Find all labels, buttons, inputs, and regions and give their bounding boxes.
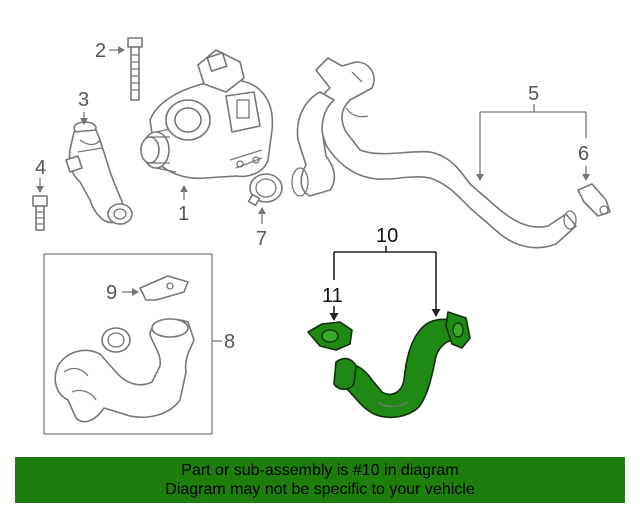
callout-5: 5 — [476, 83, 587, 181]
svg-text:2: 2 — [95, 40, 106, 62]
svg-text:5: 5 — [528, 83, 539, 105]
part-1-water-pump[interactable] — [140, 49, 274, 180]
part-11-clamp-highlighted[interactable] — [307, 321, 353, 351]
callout-9: 9 — [106, 282, 139, 304]
svg-text:1: 1 — [178, 203, 189, 225]
part-7-clamp[interactable] — [247, 173, 283, 207]
callout-8: 8 — [212, 331, 235, 353]
svg-text:6: 6 — [578, 143, 589, 165]
parts-diagram: 2 1 3 4 — [32, 37, 611, 435]
callout-4: 4 — [35, 157, 46, 193]
svg-text:9: 9 — [106, 282, 117, 304]
svg-text:10: 10 — [376, 225, 398, 247]
svg-text:7: 7 — [256, 228, 267, 250]
part-8-subassembly-box[interactable] — [43, 253, 213, 435]
banner-line-1: Part or sub-assembly is #10 in diagram — [181, 462, 459, 479]
part-5-hose[interactable] — [291, 57, 577, 249]
part-3-thermostat[interactable] — [65, 121, 133, 225]
svg-text:8: 8 — [224, 331, 235, 353]
callout-1: 1 — [178, 185, 189, 225]
banner-line-2: Diagram may not be specific to your vehi… — [165, 481, 475, 498]
svg-text:11: 11 — [322, 285, 343, 307]
callout-7: 7 — [256, 207, 267, 250]
part-10-hose-highlighted[interactable] — [333, 311, 471, 419]
callout-2: 2 — [95, 40, 125, 62]
part-6-clip[interactable] — [577, 183, 611, 217]
svg-text:3: 3 — [78, 89, 89, 111]
callout-3: 3 — [78, 89, 89, 125]
callout-11: 11 — [322, 285, 343, 321]
part-4-bolt[interactable] — [32, 195, 48, 231]
callout-10: 10 — [333, 225, 441, 317]
callout-6: 6 — [578, 143, 590, 181]
info-banner: Part or sub-assembly is #10 in diagram D… — [15, 457, 625, 503]
part-2-bolt[interactable] — [127, 37, 143, 101]
svg-text:4: 4 — [35, 157, 46, 179]
